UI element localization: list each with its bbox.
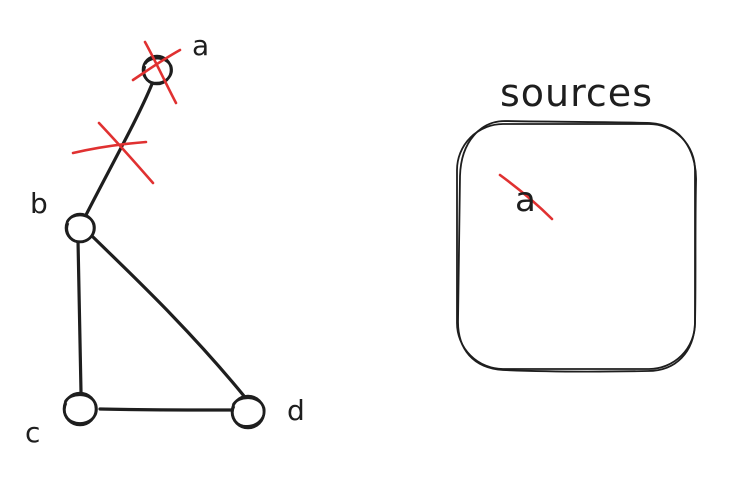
edge-b-c <box>76 238 83 394</box>
node-a-strike-mark <box>131 40 182 105</box>
source-item-a: a <box>515 180 536 220</box>
sources-title: sources <box>500 71 653 115</box>
node-b <box>64 212 96 244</box>
node-label-d: d <box>287 394 305 427</box>
graph-nodes <box>62 54 266 430</box>
node-label-c: c <box>25 416 40 449</box>
edge-c-d <box>98 407 234 412</box>
node-d <box>230 394 266 430</box>
node-label-b: b <box>30 187 48 220</box>
graph-edges <box>76 82 246 412</box>
source-a-strike-mark <box>498 173 554 221</box>
strike-marks <box>71 40 554 221</box>
node-label-a: a <box>192 29 209 62</box>
edge-b-d <box>90 234 246 398</box>
node-c <box>62 391 98 427</box>
sources-box <box>456 120 697 373</box>
edge-a-b-strike-mark <box>71 121 155 185</box>
